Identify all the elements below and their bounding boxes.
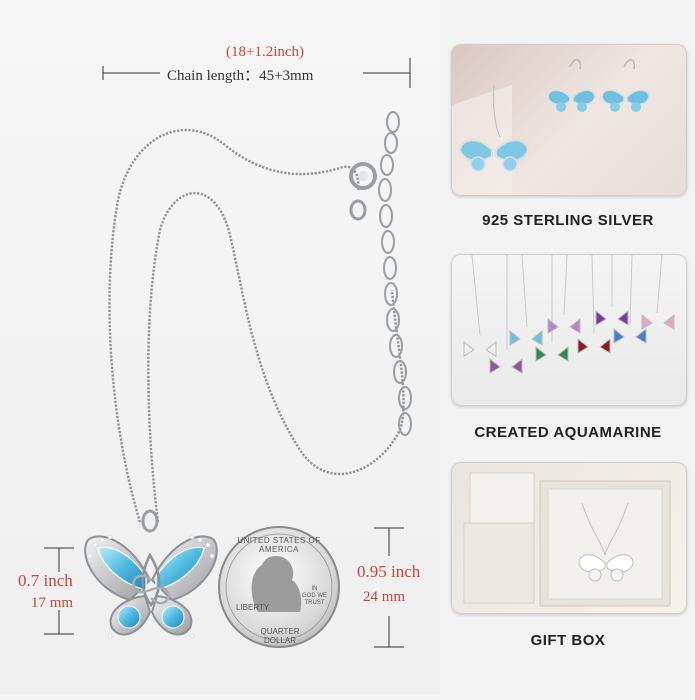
- created-aquamarine-photo: [451, 254, 687, 406]
- product-main-image: (18+1.2inch) Chain length：45+3mm 0.7 inc…: [0, 0, 440, 695]
- butterfly-pendant: [84, 509, 218, 639]
- necklace-illustration: [44, 58, 412, 648]
- birthstone-lineup-photo-icon: [463, 255, 675, 374]
- pendant-width-dimension: [44, 547, 74, 635]
- coin-height-mm-label: 24 mm: [363, 589, 406, 605]
- coin-liberty-text: LIBERTY: [236, 603, 270, 612]
- extender-chain: [378, 111, 412, 436]
- chain-length-inch-label: (18+1.2inch): [226, 44, 305, 60]
- coin-motto-line: TRUST: [304, 600, 325, 606]
- coin-bottom-text: QUARTER DOLLAR: [260, 627, 300, 645]
- quarter-coin: [218, 526, 340, 648]
- coin-motto-line: GOD WE: [302, 593, 327, 599]
- coin-height-dimension: [374, 527, 404, 648]
- pendant-width-inch-label: 0.7 inch: [18, 571, 73, 590]
- chain-length-dimension: [102, 58, 411, 88]
- sterling-silver-label: 925 STERLING SILVER: [482, 212, 654, 229]
- created-aquamarine-label: CREATED AQUAMARINE: [474, 424, 662, 441]
- chain-length-mm-label: Chain length：45+3mm: [167, 68, 314, 84]
- earrings-necklace-photo-icon: [452, 59, 650, 195]
- coin-motto: IN GOD WE TRUST: [302, 586, 327, 607]
- gift-box-label: GIFT BOX: [530, 632, 606, 649]
- gift-box-photo-icon: [463, 472, 671, 607]
- coin-height-inch-label: 0.95 inch: [357, 562, 421, 581]
- gift-box-photo: [451, 462, 687, 614]
- spring-ring-clasp: [349, 162, 377, 221]
- coin-top-text: UNITED STATES OF AMERICA: [237, 536, 321, 554]
- sterling-silver-photo: [451, 44, 687, 196]
- pendant-width-mm-label: 17 mm: [31, 595, 74, 611]
- coin-motto-line: IN: [311, 586, 318, 592]
